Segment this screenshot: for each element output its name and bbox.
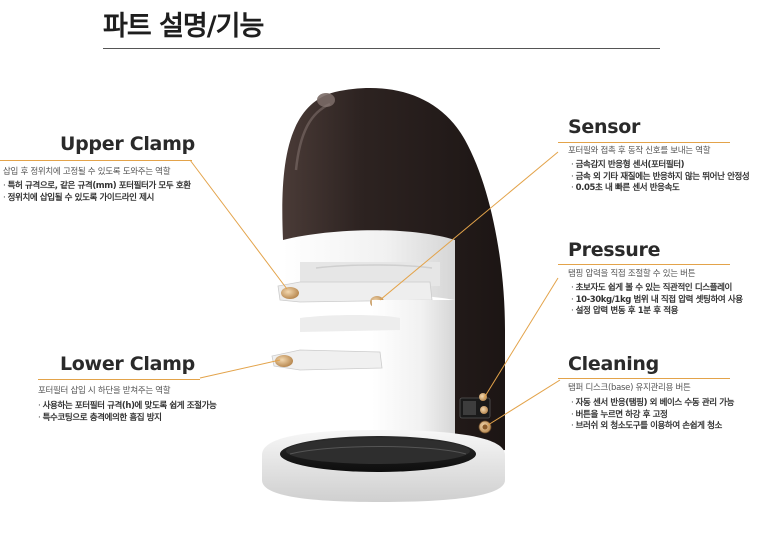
cleaning-divider: [558, 378, 730, 379]
upper-clamp-heading: Upper Clamp: [60, 133, 195, 155]
cleaning-subtitle: 탬퍼 디스크(base) 유지관리용 버튼: [568, 383, 691, 393]
upper-clamp-leader: [189, 159, 288, 290]
lower-clamp-part: [271, 349, 383, 371]
upper-clamp-part: [277, 281, 433, 303]
machine-base: [262, 430, 505, 502]
sensor-leader: [379, 151, 559, 301]
upper-clamp-divider: [0, 160, 192, 161]
sensor-bullet: 0.05초 내 빠른 센서 반응속도: [571, 183, 749, 195]
upper-clamp-bullet: 특허 규격으로, 같은 규격(mm) 포터필터가 모두 호환: [3, 181, 191, 193]
cleaning-bullet: 자동 센서 반응(탬핑) 외 베이스 수동 관리 가능: [571, 398, 735, 410]
pressure-bullet: 10-30kg/1kg 범위 내 직접 압력 셋팅하여 사용: [571, 295, 744, 307]
pressure-subtitle: 탬핑 압력을 직접 조절할 수 있는 버튼: [568, 269, 696, 279]
pressure-leader: [483, 277, 559, 399]
lower-clamp-divider: [38, 379, 200, 380]
leader-lines: [189, 151, 561, 426]
lower-clamp-bullets: 사용하는 포터필터 규격(h)에 맞도록 쉽게 조절가능 특수코팅으로 충격에의…: [38, 401, 217, 425]
pressure-bullet: 설정 압력 변동 후 1분 후 적용: [571, 306, 743, 318]
cleaning-leader: [487, 379, 561, 426]
cleaning-bullet: 버튼을 누르면 하강 후 고정: [571, 410, 734, 422]
title-divider: [103, 48, 660, 49]
pressure-divider: [558, 264, 730, 265]
sensor-heading: Sensor: [568, 116, 641, 138]
upper-clamp-bullets: 특허 규격으로, 같은 규격(mm) 포터필터가 모두 호환 정위치에 삽입될 …: [3, 181, 191, 204]
pressure-bullets: 초보자도 쉽게 볼 수 있는 직관적인 디스플레이 10-30kg/1kg 범위…: [571, 283, 744, 318]
cleaning-bullets: 자동 센서 반응(탬핑) 외 베이스 수동 관리 가능 버튼을 누르면 하강 후…: [571, 398, 735, 433]
pressure-bullet: 초보자도 쉽게 볼 수 있는 직관적인 디스플레이: [571, 283, 743, 295]
cleaning-bullet: 브러쉬 외 청소도구를 이용하여 손쉽게 청소: [571, 421, 734, 433]
lower-clamp-leader: [199, 359, 281, 379]
upper-clamp-subtitle: 삽입 후 정위치에 고정될 수 있도록 도와주는 역할: [3, 167, 171, 177]
sensor-bullet: 금속 외 기타 재질에는 반응하지 않는 뛰어난 안정성: [571, 172, 750, 184]
lower-clamp-subtitle: 포터필터 삽입 시 하단을 받쳐주는 역할: [38, 386, 171, 396]
page-title: 파트 설명/기능: [103, 11, 264, 42]
control-panel: [459, 393, 492, 434]
lower-clamp-bullet: 특수코팅으로 충격에의한 흠집 방지: [38, 413, 216, 425]
lower-clamp-heading: Lower Clamp: [60, 353, 195, 375]
pressure-heading: Pressure: [568, 239, 661, 261]
sensor-divider: [558, 142, 730, 143]
sensor-subtitle: 포터필와 접촉 후 동작 신호를 보내는 역할: [568, 146, 711, 156]
lower-clamp-bullet: 사용하는 포터필터 규격(h)에 맞도록 쉽게 조절가능: [38, 401, 217, 413]
sensor-bullets: 금속감지 반응형 센서(포터필터) 금속 외 기타 재질에는 반응하지 않는 뛰…: [571, 160, 750, 195]
sensor-bullet: 금속감지 반응형 센서(포터필터): [571, 160, 749, 172]
machine-spine: [282, 88, 505, 456]
upper-clamp-bullet: 정위치에 삽입될 수 있도록 가이드라인 제시: [3, 193, 191, 205]
machine-column: [300, 300, 455, 440]
cleaning-heading: Cleaning: [568, 353, 659, 375]
